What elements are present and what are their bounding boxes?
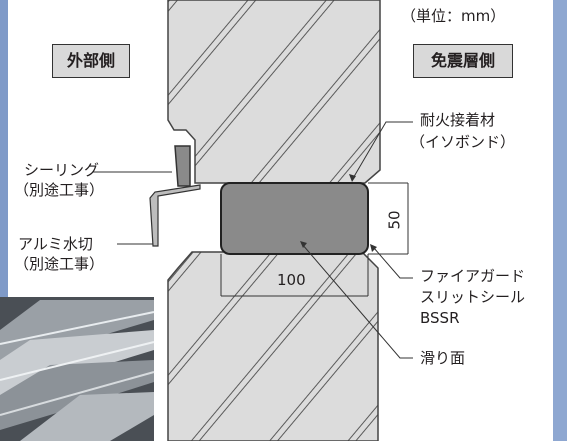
exterior-side-label: 外部側: [52, 44, 130, 78]
sealing-bead: [174, 145, 191, 187]
flashing-note: （別途工事）: [14, 255, 105, 273]
left-frame-band: [0, 0, 8, 300]
width-dimension: 100: [277, 271, 306, 289]
aluminum-flashing: [149, 184, 201, 247]
leader-arrows: [300, 174, 377, 252]
fire-seal-label-2: スリットシール: [420, 288, 526, 306]
sealing-note: （別途工事）: [14, 181, 105, 199]
right-frame-band: [553, 0, 567, 441]
height-dimension: 50: [385, 210, 404, 230]
fire-seal-block: [220, 182, 369, 255]
photo-inset: [0, 297, 155, 441]
slide-surface-label: 滑り面: [420, 349, 466, 367]
leader-lines: [93, 121, 413, 359]
adhesive-note: （イソボンド）: [410, 133, 516, 151]
lower-concrete: [167, 251, 379, 441]
flashing-label: アルミ水切: [18, 235, 93, 253]
fire-seal-label-1: ファイアガード: [420, 267, 526, 285]
unit-label: （単位：mm）: [401, 7, 506, 25]
upper-concrete: [167, 0, 381, 184]
isolation-layer-side-label: 免震層側: [413, 44, 513, 78]
fire-seal-label-3: BSSR: [420, 309, 460, 327]
adhesive-label: 耐火接着材: [420, 111, 496, 129]
sealing-label: シーリング: [24, 161, 100, 179]
dimension-lines: [220, 182, 409, 297]
